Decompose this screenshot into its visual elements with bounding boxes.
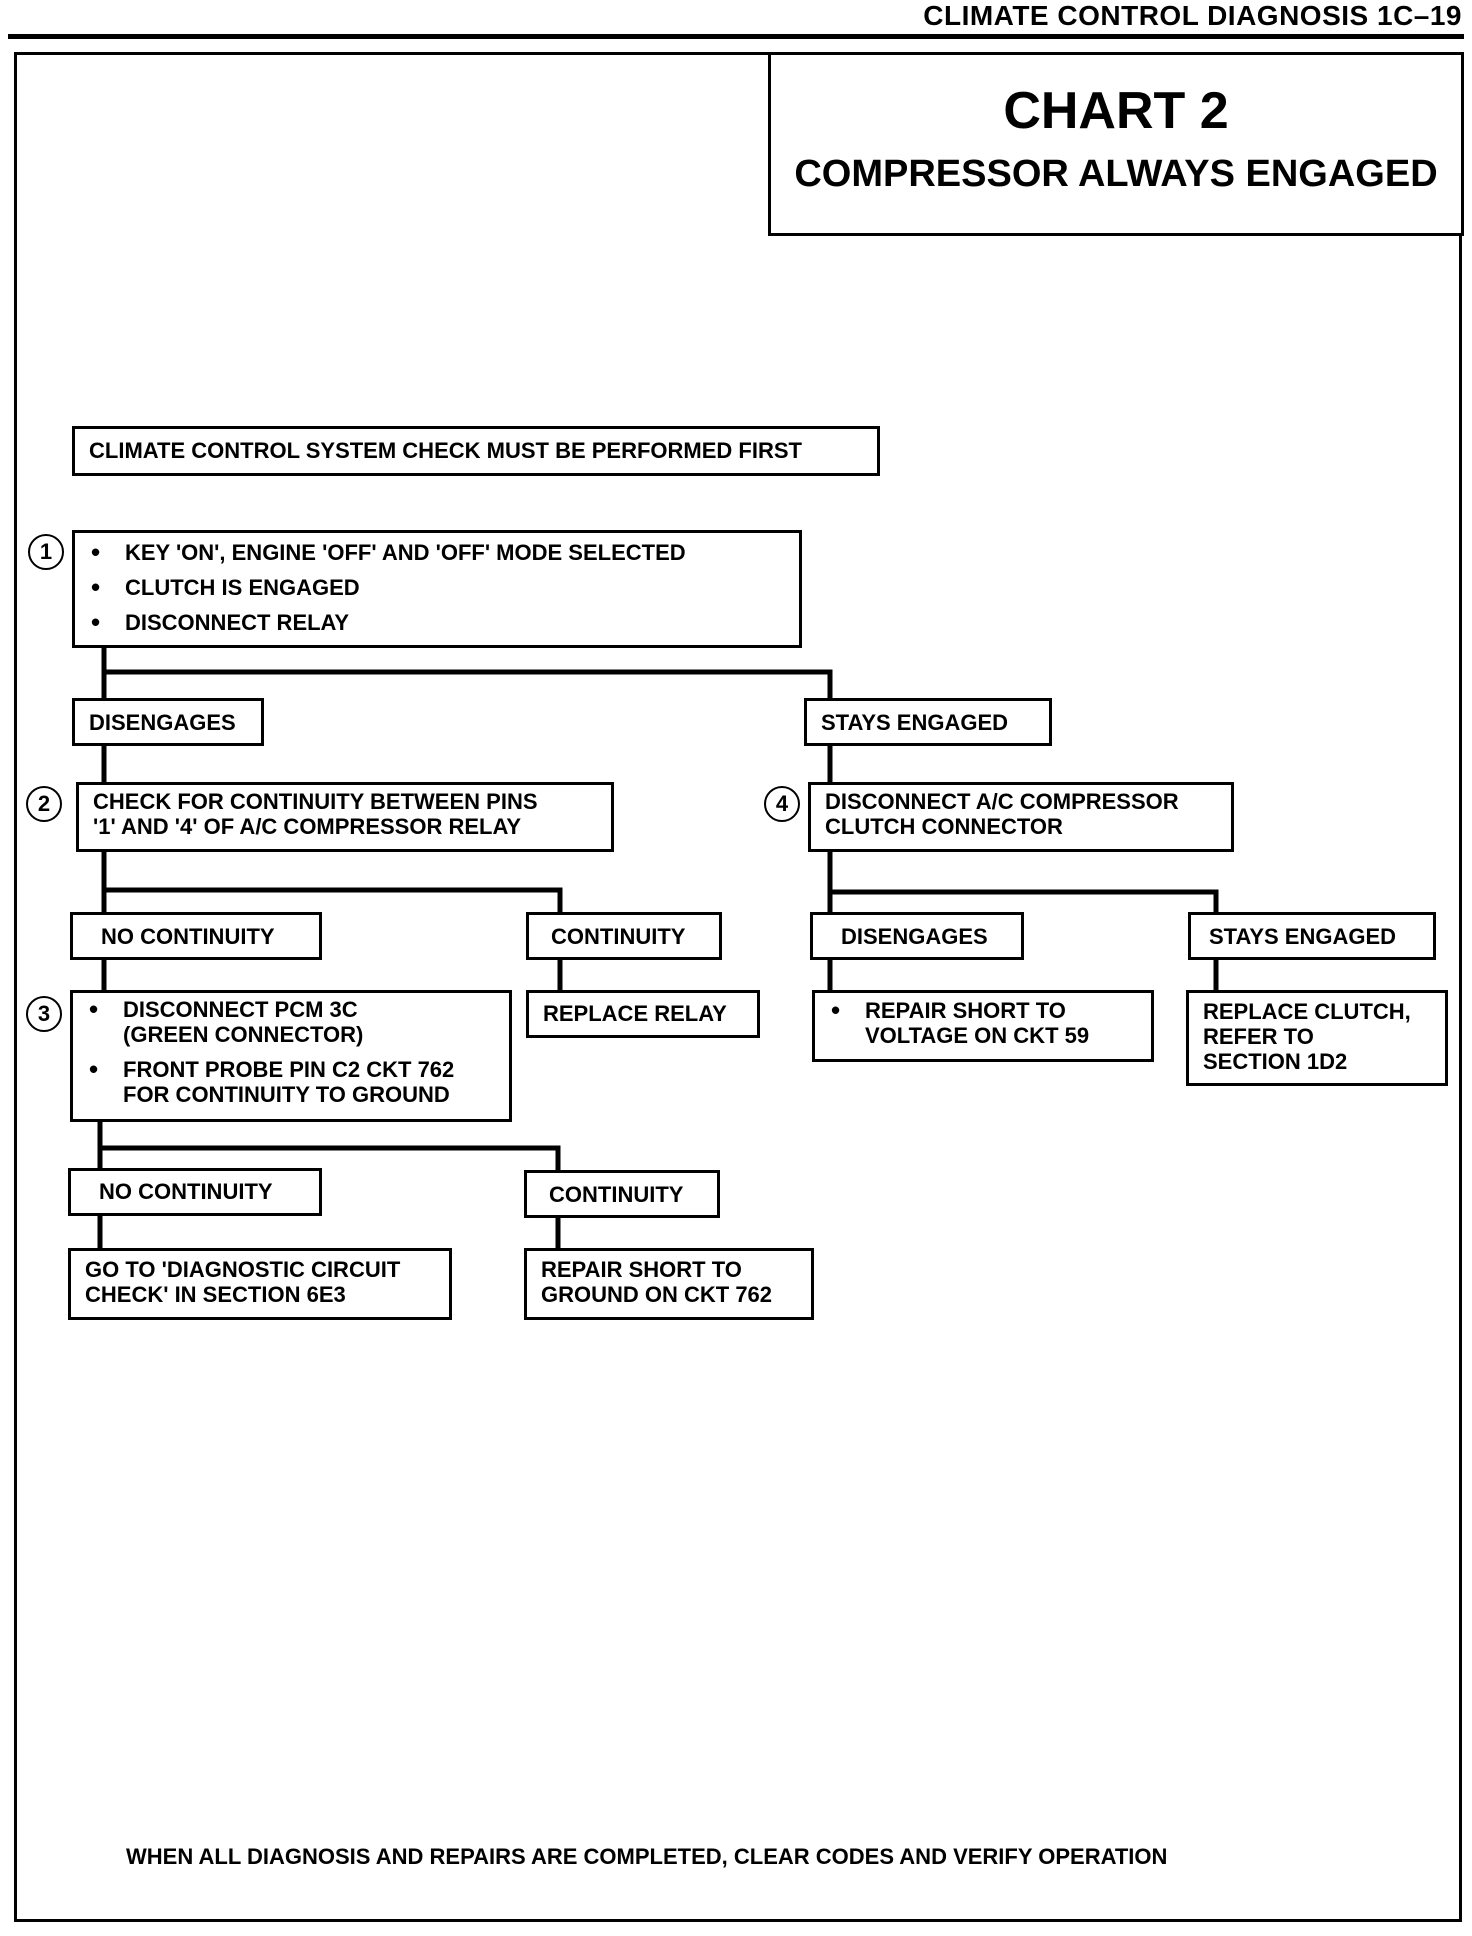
header-rule: [8, 34, 1464, 39]
action-diagnostic-circuit: GO TO 'DIAGNOSTIC CIRCUIT CHECK' IN SECT…: [68, 1248, 452, 1320]
step-1-bullet: CLUTCH IS ENGAGED: [89, 575, 785, 600]
chart-title: CHART 2: [1003, 82, 1229, 140]
outcome-continuity: CONTINUITY: [526, 912, 722, 960]
action-replace-relay: REPLACE RELAY: [526, 990, 760, 1038]
action-line: SECTION 1D2: [1203, 1049, 1348, 1074]
step-1-box: KEY 'ON', ENGINE 'OFF' AND 'OFF' MODE SE…: [72, 530, 802, 648]
step-1-bullet: KEY 'ON', ENGINE 'OFF' AND 'OFF' MODE SE…: [89, 540, 785, 565]
step-2-box: CHECK FOR CONTINUITY BETWEEN PINS '1' AN…: [76, 782, 614, 852]
step-2-line: '1' AND '4' OF A/C COMPRESSOR RELAY: [93, 814, 521, 839]
step-1-marker: 1: [28, 534, 64, 570]
outcome-label: DISENGAGES: [89, 710, 236, 735]
step-2-line: CHECK FOR CONTINUITY BETWEEN PINS: [93, 789, 538, 814]
step-2-marker: 2: [26, 786, 62, 822]
outcome-label: CONTINUITY: [551, 924, 686, 949]
outcome-disengages: DISENGAGES: [72, 698, 264, 746]
page-header: CLIMATE CONTROL DIAGNOSIS 1C–19: [923, 0, 1462, 31]
outcome-label: STAYS ENGAGED: [1209, 924, 1397, 949]
prereq-text: CLIMATE CONTROL SYSTEM CHECK MUST BE PER…: [89, 438, 802, 463]
step-3-bullet: DISCONNECT PCM 3C(GREEN CONNECTOR): [87, 997, 495, 1047]
title-box: CHART 2 COMPRESSOR ALWAYS ENGAGED: [768, 52, 1464, 236]
step-4-marker: 4: [764, 786, 800, 822]
footer-note: WHEN ALL DIAGNOSIS AND REPAIRS ARE COMPL…: [126, 1844, 1168, 1869]
prereq-box: CLIMATE CONTROL SYSTEM CHECK MUST BE PER…: [72, 426, 880, 476]
action-text: REPLACE RELAY: [543, 1001, 727, 1026]
step-4-line: CLUTCH CONNECTOR: [825, 814, 1063, 839]
step-1-bullet: DISCONNECT RELAY: [89, 610, 785, 635]
action-line: GROUND ON CKT 762: [541, 1282, 773, 1307]
outcome-no-continuity: NO CONTINUITY: [68, 1168, 322, 1216]
action-replace-clutch: REPLACE CLUTCH, REFER TO SECTION 1D2: [1186, 990, 1448, 1086]
action-line: GO TO 'DIAGNOSTIC CIRCUIT: [85, 1257, 401, 1282]
outcome-disengages: DISENGAGES: [810, 912, 1024, 960]
outcome-label: NO CONTINUITY: [101, 924, 275, 949]
outcome-label: NO CONTINUITY: [99, 1179, 273, 1204]
outcome-no-continuity: NO CONTINUITY: [70, 912, 322, 960]
outcome-continuity: CONTINUITY: [524, 1170, 720, 1218]
step-3-box: DISCONNECT PCM 3C(GREEN CONNECTOR) FRONT…: [70, 990, 512, 1122]
action-line: CHECK' IN SECTION 6E3: [85, 1282, 346, 1307]
action-repair-ground: REPAIR SHORT TO GROUND ON CKT 762: [524, 1248, 814, 1320]
outcome-label: CONTINUITY: [549, 1182, 684, 1207]
outcome-stays-engaged: STAYS ENGAGED: [804, 698, 1052, 746]
chart-subtitle: COMPRESSOR ALWAYS ENGAGED: [794, 153, 1438, 195]
step-4-line: DISCONNECT A/C COMPRESSOR: [825, 789, 1179, 814]
step-3-marker: 3: [26, 996, 62, 1032]
chart-frame: [14, 52, 1462, 1922]
outcome-label: DISENGAGES: [841, 924, 988, 949]
action-line: REPAIR SHORT TO: [541, 1257, 742, 1282]
outcome-stays-engaged: STAYS ENGAGED: [1188, 912, 1436, 960]
action-line: REFER TO: [1203, 1024, 1314, 1049]
action-line: REPLACE CLUTCH,: [1203, 999, 1411, 1024]
step-4-box: DISCONNECT A/C COMPRESSOR CLUTCH CONNECT…: [808, 782, 1234, 852]
outcome-label: STAYS ENGAGED: [821, 710, 1009, 735]
